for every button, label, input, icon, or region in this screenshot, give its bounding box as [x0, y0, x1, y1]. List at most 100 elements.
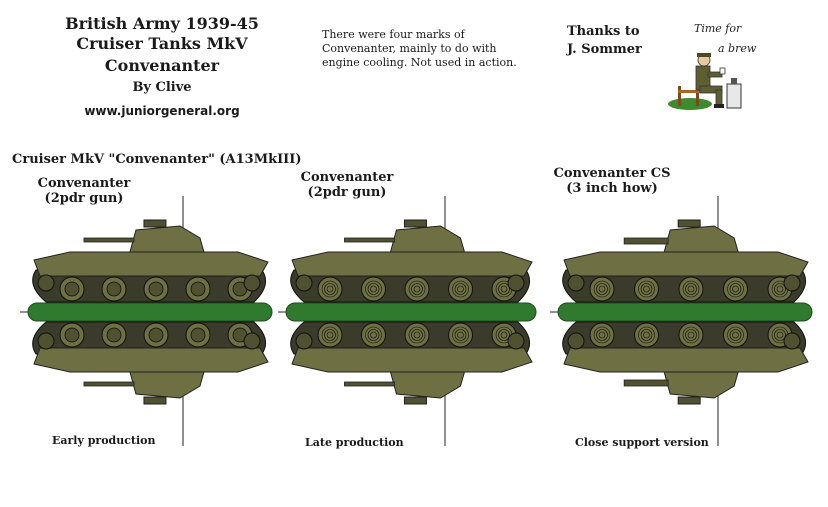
- road-wheel: [634, 322, 659, 348]
- road-wheel: [723, 276, 748, 302]
- wheel-spoke-ring: [500, 331, 508, 339]
- wheel-spoke-ring: [643, 285, 650, 293]
- title-line-1: British Army 1939-45: [65, 14, 259, 33]
- wheel-rim: [589, 276, 615, 302]
- wheel-spoke-ring: [454, 283, 467, 295]
- wheel-rim: [634, 322, 659, 348]
- wheel-hub: [64, 327, 80, 343]
- idler: [295, 274, 313, 292]
- base-bar: [557, 302, 813, 322]
- wheel-spoke-ring: [413, 285, 421, 293]
- wheel-rim: [404, 322, 430, 348]
- website-link[interactable]: www.juniorgeneral.org: [84, 104, 240, 118]
- wheel-spoke-ring: [365, 326, 382, 344]
- road-wheel: [634, 276, 659, 302]
- hull: [291, 347, 533, 373]
- road-wheel: [589, 322, 615, 348]
- tank-side-top: [290, 219, 533, 303]
- wheel-spoke-ring: [687, 285, 695, 293]
- wheel-rim: [317, 276, 343, 302]
- tank-1-sub: (2pdr gun): [44, 191, 124, 206]
- turret: [129, 225, 205, 253]
- idler: [567, 332, 585, 350]
- thanks-line-1: Thanks to: [567, 24, 640, 39]
- gun-barrel: [623, 379, 669, 387]
- wheel-spoke-ring: [452, 326, 469, 344]
- wheel-spoke-ring: [498, 283, 510, 295]
- hull: [563, 251, 809, 277]
- wheel-spoke-ring: [685, 283, 697, 295]
- wheel-spoke-ring: [413, 331, 421, 339]
- road-wheel: [317, 322, 343, 348]
- tank-2-caption: Late production: [305, 436, 404, 449]
- gun-barrel: [623, 237, 669, 245]
- wheel-spoke-ring: [370, 331, 377, 339]
- wheel-spoke-ring: [640, 329, 653, 341]
- title-line-2: Cruiser Tanks MkV: [76, 34, 248, 53]
- wheel-rim: [589, 322, 615, 348]
- tank-side-bottom: [290, 321, 533, 405]
- wheel-rim: [634, 276, 659, 302]
- wheel-spoke-ring: [638, 326, 655, 344]
- tank-side-bottom: [32, 321, 269, 405]
- wheel-spoke-ring: [687, 331, 695, 339]
- wheel-spoke-ring: [593, 280, 611, 298]
- wheel-spoke-ring: [411, 283, 423, 295]
- tank-3-name: Convenanter CS: [553, 166, 671, 181]
- wheel-spoke-ring: [367, 283, 380, 295]
- wheel-spoke-ring: [321, 280, 339, 298]
- wheel-hub: [148, 281, 164, 297]
- wheel-spoke-ring: [774, 329, 786, 341]
- wheel-spoke-ring: [643, 331, 650, 339]
- hull: [291, 251, 533, 277]
- tank-side-bottom: [562, 321, 809, 405]
- wheel-spoke-ring: [326, 331, 334, 339]
- cupola: [403, 396, 427, 405]
- turret: [389, 225, 466, 253]
- tank-3-sub: (3 inch how): [566, 181, 658, 196]
- turret: [663, 371, 739, 399]
- road-wheel: [361, 276, 386, 302]
- wheel-spoke-ring: [732, 285, 739, 293]
- thanks-line-2: J. Sommer: [567, 42, 642, 57]
- author: By Clive: [132, 80, 192, 95]
- turret: [389, 371, 466, 399]
- road-wheel: [101, 276, 127, 302]
- tank-3-caption: Close support version: [575, 436, 709, 449]
- wheel-spoke-ring: [729, 283, 742, 295]
- road-wheel: [143, 276, 169, 302]
- wheel-spoke-ring: [598, 285, 606, 293]
- road-wheel: [448, 276, 473, 302]
- wheel-spoke-ring: [365, 280, 382, 298]
- tank-side-top: [562, 219, 809, 303]
- wheel-rim: [361, 276, 386, 302]
- wheel-hub: [106, 281, 122, 297]
- road-wheel: [678, 276, 704, 302]
- road-wheel: [317, 276, 343, 302]
- wheel-spoke-ring: [367, 329, 380, 341]
- wheel-hub: [64, 281, 80, 297]
- road-wheel: [143, 322, 169, 348]
- wheel-rim: [361, 322, 386, 348]
- idler: [37, 332, 55, 350]
- road-wheel: [723, 322, 748, 348]
- wheel-spoke-ring: [500, 285, 508, 293]
- wheel-spoke-ring: [596, 329, 608, 341]
- road-wheel: [185, 276, 211, 302]
- wheel-spoke-ring: [408, 326, 426, 344]
- sprocket: [507, 274, 525, 292]
- idler: [37, 274, 55, 292]
- note-line-2: Convenanter, mainly to do with: [322, 42, 497, 55]
- tank-counter-1: [20, 196, 273, 446]
- sprocket: [507, 332, 525, 350]
- road-wheel: [185, 322, 211, 348]
- wheel-spoke-ring: [727, 326, 744, 344]
- gun-barrel: [344, 237, 395, 243]
- sprocket: [243, 332, 261, 350]
- section-title: Cruiser MkV "Convenanter" (A13MkIII): [12, 152, 302, 167]
- wheel-rim: [404, 276, 430, 302]
- wheel-spoke-ring: [685, 329, 697, 341]
- wheel-spoke-ring: [324, 329, 336, 341]
- road-wheel: [404, 322, 430, 348]
- cupola: [677, 219, 701, 228]
